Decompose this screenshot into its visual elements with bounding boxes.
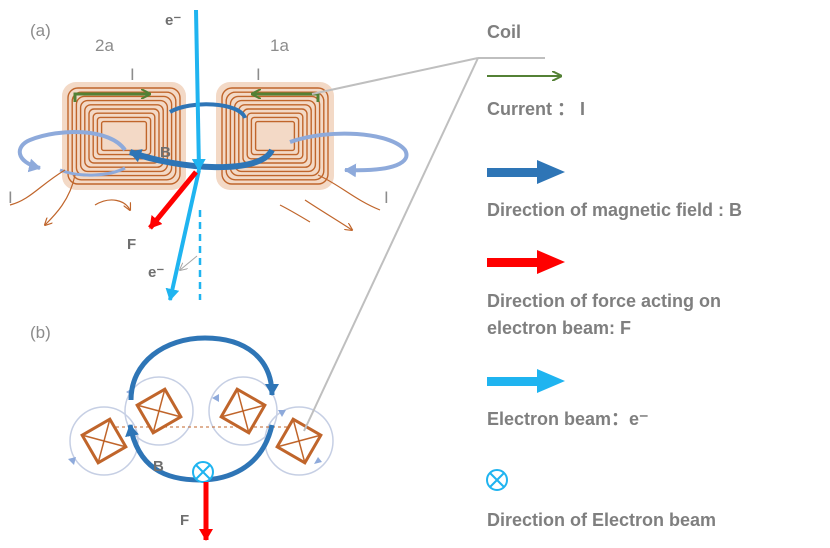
field-loop-left-arrow [17, 130, 127, 173]
electron-beam-deflected [165, 169, 201, 301]
coil-winding [92, 112, 156, 160]
coil-winding [88, 108, 160, 164]
force-arrow-a [148, 170, 198, 230]
electron-beam-incoming [191, 9, 206, 171]
current-label-right-top: I [256, 65, 261, 84]
current-label-right-side: I [384, 188, 389, 207]
coil-winding [246, 112, 304, 160]
current-label-left-side: I [8, 188, 13, 207]
legend-field-swatch [487, 160, 565, 184]
coil-winding [75, 95, 173, 177]
panel-b-label: (b) [30, 323, 51, 342]
legend-electron-direction-symbol [486, 469, 508, 491]
coil-cross-section-2a-inner [135, 387, 183, 435]
field-arc-center [128, 148, 275, 171]
legend-electron-label: Electron beam：e⁻ [487, 409, 649, 429]
panel-a-label: (a) [30, 21, 51, 40]
field-arc-top [168, 102, 247, 120]
legend-force-label-line1: Direction of force acting on [487, 291, 721, 311]
legend-electron-direction-label: Direction of Electron beam [487, 510, 716, 530]
current-label-left-top: I [130, 65, 135, 84]
deflection-indicator-arrow [180, 255, 198, 270]
lead-wire-left-3 [94, 199, 130, 210]
coil-cross-section-1a-outer [275, 417, 323, 465]
electron-label-top: e⁻ [165, 12, 181, 29]
coil-cross-section-1a-inner [219, 387, 267, 435]
coil-pointer-line-bottom [303, 57, 479, 432]
electron-beam-into-page-symbol [192, 461, 214, 483]
coil-cross-section-2a-outer [80, 417, 128, 465]
coil-pointer-line-top [311, 57, 479, 95]
field-loop-b-top [128, 335, 279, 401]
coil-winding [250, 116, 300, 156]
coil-winding [67, 87, 181, 185]
legend-force-label-line2: electron beam: F [487, 318, 631, 338]
coil-winding [71, 91, 177, 181]
current-arrow-right [252, 94, 320, 102]
coil-winding [79, 99, 169, 173]
force-label-b: F [180, 512, 189, 529]
coil-left-label: 2a [95, 36, 114, 55]
legend-electron-swatch [487, 369, 565, 393]
legend-field-label: Direction of magnetic field : B [487, 200, 742, 220]
legend-force-swatch [487, 250, 565, 274]
electron-label-bottom: e⁻ [148, 264, 164, 281]
current-arrow-left [73, 94, 150, 102]
field-loop-left-lower [59, 166, 126, 177]
legend-current-label: Current ： I [487, 99, 585, 119]
lead-wire-right-2 [304, 199, 352, 230]
coil-winding [254, 120, 296, 152]
field-loop-right-arrow [289, 131, 409, 178]
lead-wire-left-2 [45, 174, 76, 225]
lead-wire-left-1 [9, 169, 66, 206]
legend-coil-label: Coil [487, 22, 521, 42]
field-label-a: B [160, 144, 171, 161]
force-label-a: F [127, 236, 136, 253]
field-label-b: B [153, 458, 164, 475]
coil-right-label: 1a [270, 36, 289, 55]
lead-wire-right-1 [317, 174, 381, 211]
lead-wire-right-3 [279, 204, 311, 223]
